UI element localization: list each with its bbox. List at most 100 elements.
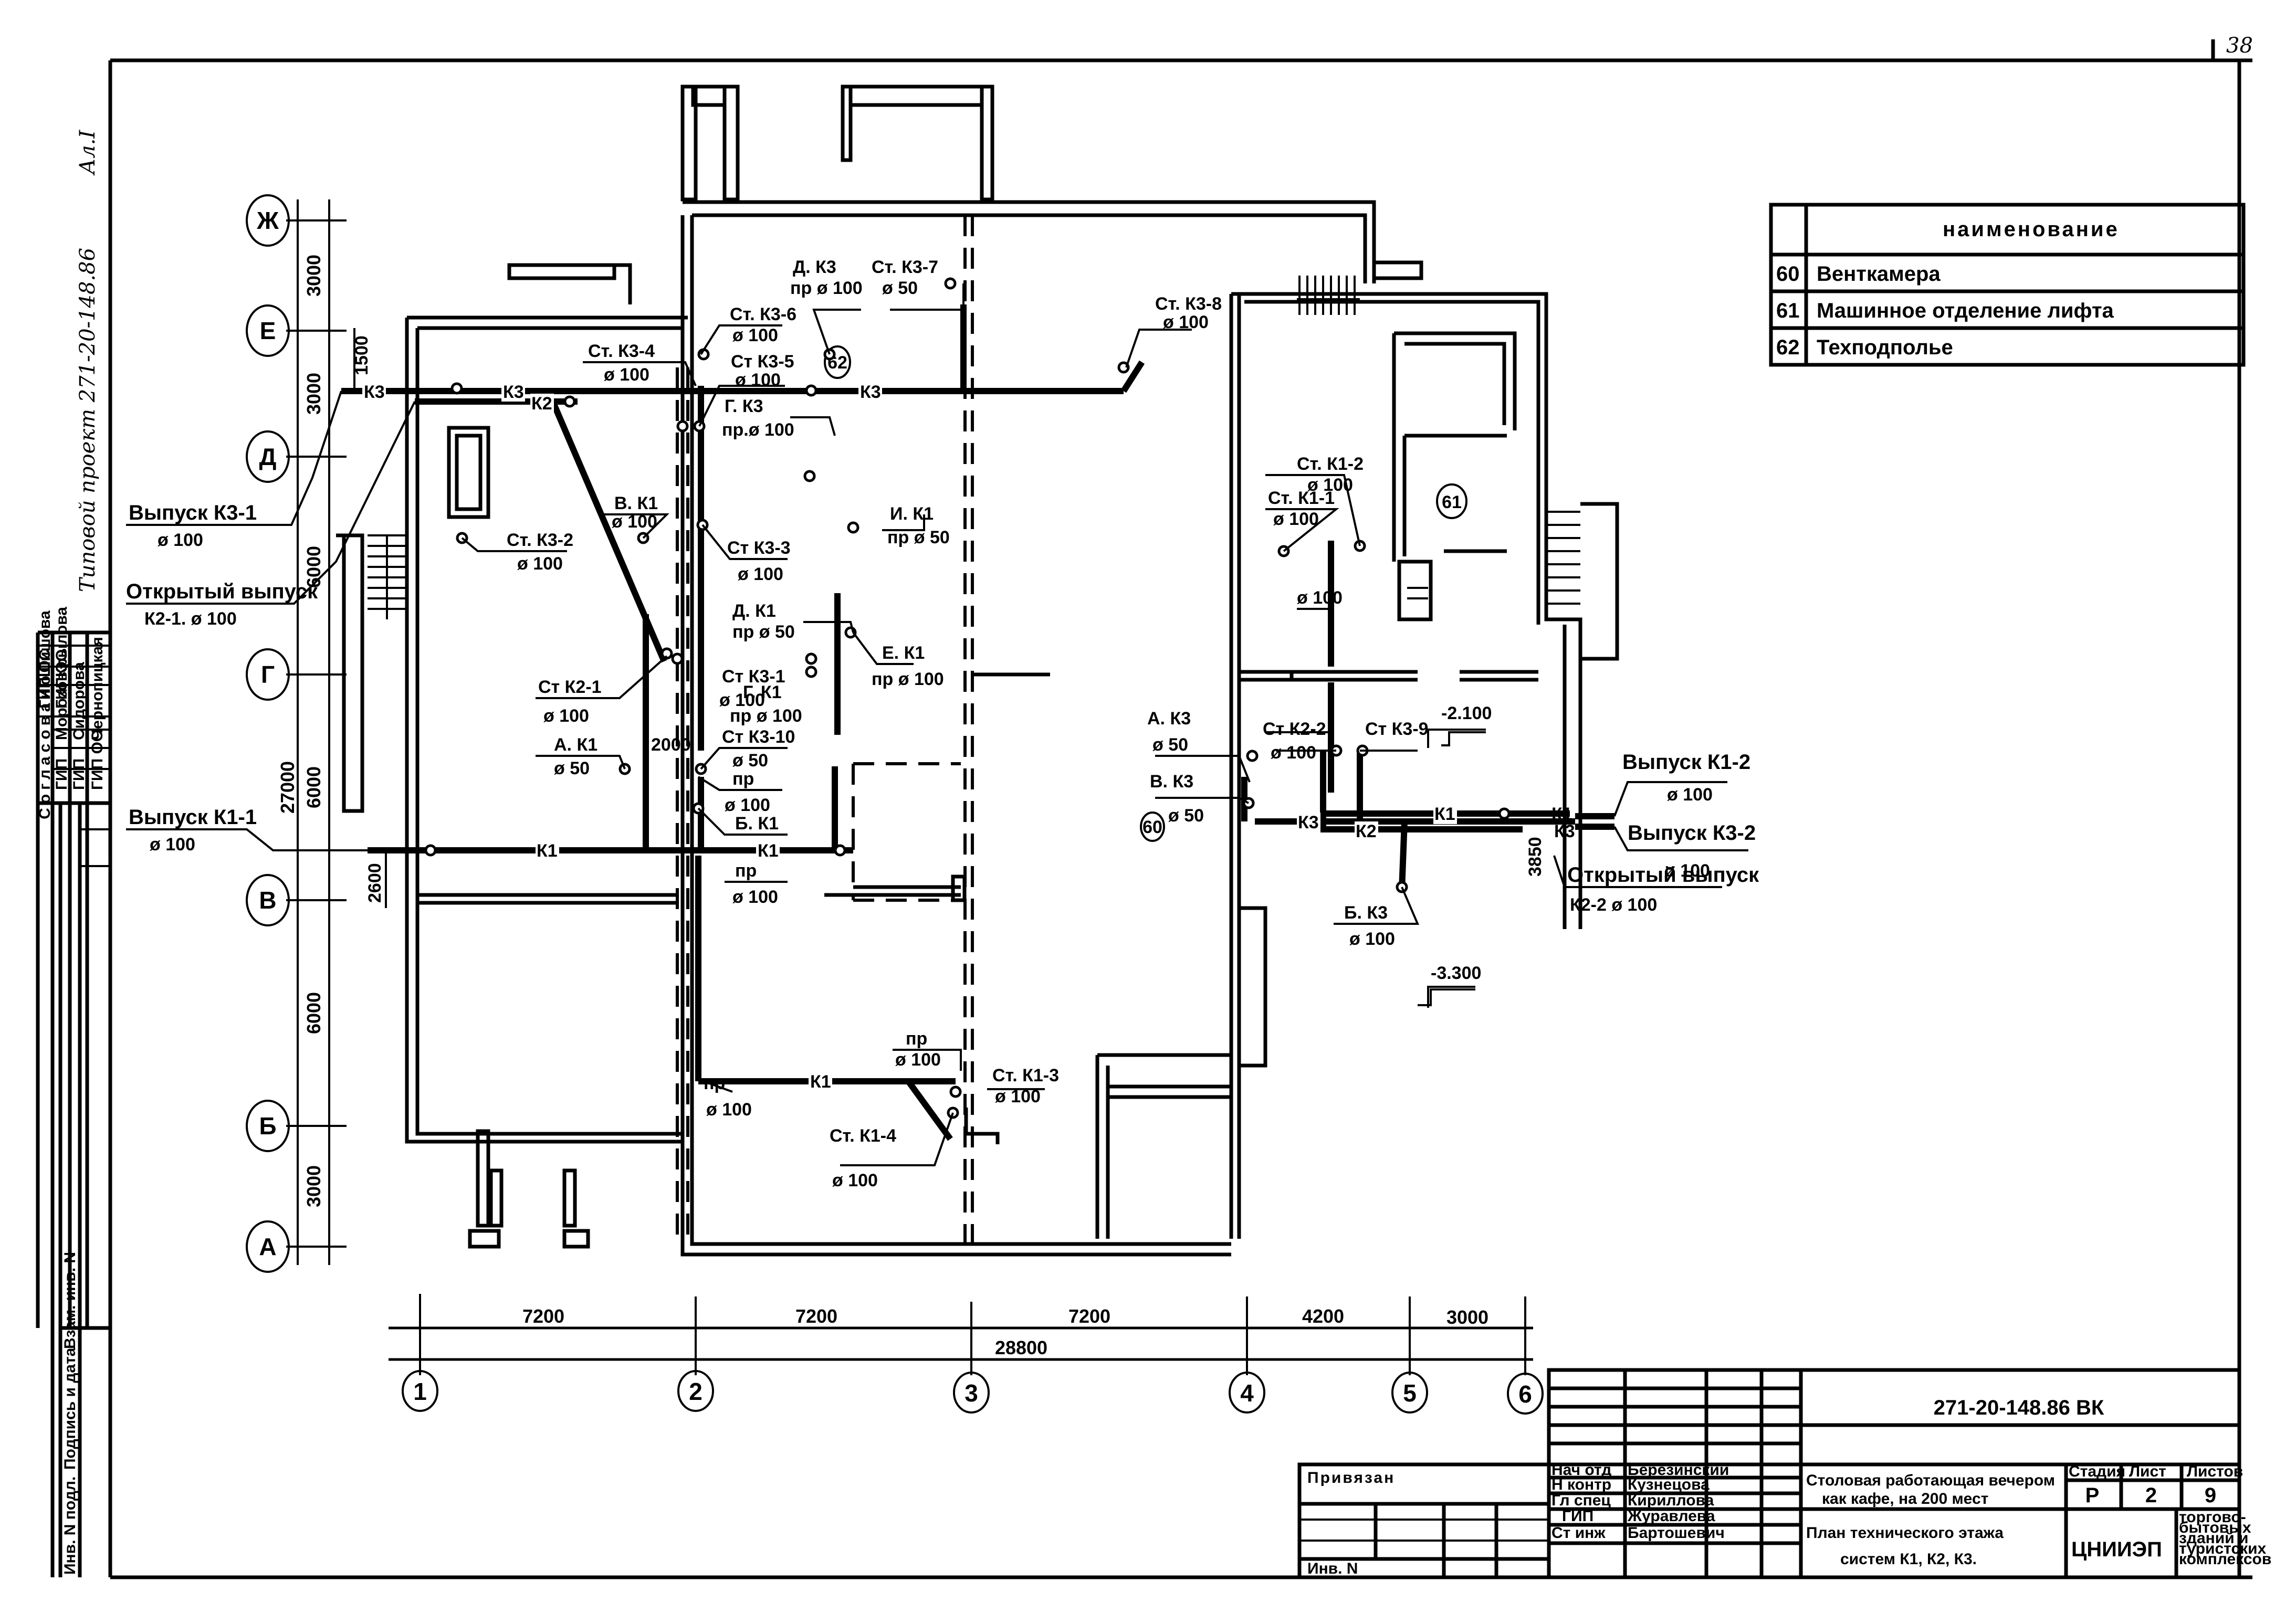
svg-text:ø 100: ø 100 [832,1171,878,1190]
svg-text:ø 100: ø 100 [1273,509,1319,529]
axis-label-row: Б [259,1112,276,1140]
annotation-st-k3-2: Ст. К3-2 ø 100 [507,530,573,574]
annotation-st-k3-7: Ст. К3-7 ø 50 [872,257,938,298]
svg-text:60: 60 [1142,817,1162,837]
annotation-st-k1-1: Ст. К1-1 ø 100 [1268,488,1335,529]
annotation-v-k3: В. К3 ø 50 [1150,772,1204,826]
annotation-st-k3-8: Ст. К3-8 ø 100 [1155,294,1222,332]
svg-text:Ст К3-3: Ст К3-3 [727,538,791,558]
approval-stamp [36,630,110,1577]
svg-text:К2-1. ø 100: К2-1. ø 100 [144,609,237,629]
dim-vertical: 3000 [303,373,324,415]
svg-text:И. К1: И. К1 [890,504,934,524]
annotation-pr-100-d: пр ø 100 [895,1029,941,1070]
svg-text:К1: К1 [810,1072,831,1092]
svg-text:К2-2 ø 100: К2-2 ø 100 [1570,895,1657,915]
svg-text:пр: пр [906,1029,927,1049]
svg-text:-3.300: -3.300 [1431,963,1481,983]
svg-text:Ст. К1-4: Ст. К1-4 [830,1126,896,1146]
dim-vertical: 6000 [303,992,324,1034]
staff-name: Березинский [1628,1461,1729,1479]
binding-title: Привязан [1307,1469,1395,1487]
annotation-d-k1: Д. К1 пр ø 50 [732,601,795,642]
dim-horizontal-total: 28800 [995,1337,1047,1358]
staff-role: Н контр [1551,1476,1611,1493]
dim-local: 2600 [365,863,385,903]
approval-name: Сидорова [70,662,88,740]
inventory-label: Взам. инв. N [61,1252,79,1349]
axis-label-column: 2 [689,1378,703,1405]
building-walls [336,85,1619,1257]
annotation-pr-100-a: пр ø 100 [725,769,770,815]
legend-name: Машинное отделение лифта [1817,299,2114,322]
svg-text:Ст. К1-3: Ст. К1-3 [992,1066,1059,1085]
svg-text:ø 100: ø 100 [1307,475,1353,495]
dim-horizontal: 3000 [1446,1306,1488,1328]
annotation-st-k3-6: Ст. К3-6 ø 100 [730,304,796,345]
approval-role: ГИП ОС [36,649,54,709]
svg-text:ø 100: ø 100 [735,370,781,390]
org-sub: туристских [2179,1540,2267,1557]
approval-role: ГИП ЭО [53,649,70,709]
approval-name: Крылова [53,607,70,677]
annotation-d-k3: Д. К3 пр ø 100 [790,257,863,298]
svg-text:Д. К1: Д. К1 [732,601,776,621]
dim-vertical: 3000 [303,1165,324,1207]
axis-label-column: 1 [413,1378,427,1405]
annotation-vypusk-k3-2: Выпуск К3-2 ø 100 [1628,821,1756,881]
dim-vertical: 6000 [303,766,324,808]
legend-header: наименование [1943,218,2120,241]
sheet-frame [108,39,2252,1579]
axis-label-column: 3 [964,1379,978,1407]
svg-text:ø 100: ø 100 [517,554,563,574]
annotation-open-vypusk-k2-1: Открытый выпуск К2-1. ø 100 [126,580,318,629]
svg-text:-2.100: -2.100 [1441,703,1492,723]
svg-text:ø 100: ø 100 [1271,743,1316,763]
svg-text:61: 61 [1442,492,1462,512]
svg-text:ø 100: ø 100 [604,365,649,385]
annotation-i-k1: И. К1 пр ø 50 [887,504,950,547]
svg-text:К2: К2 [1356,821,1377,841]
dim-horizontal: 7200 [522,1305,564,1327]
annotation-pr-100-c: пр ø 100 [704,1073,752,1120]
svg-text:пр ø 100: пр ø 100 [790,278,863,298]
sheet-label: Лист [2129,1463,2166,1480]
approval-title: Согласовано [36,671,54,819]
svg-text:Г. К1: Г. К1 [743,682,782,702]
svg-text:ø 100: ø 100 [543,706,589,726]
annotation-st-k3-4: Ст. К3-4 ø 100 [588,341,655,385]
svg-text:Ст К3-5: Ст К3-5 [731,352,794,372]
staff-role: Ст инж [1551,1524,1606,1542]
annotation-d100-riser: ø 100 [1297,588,1343,610]
legend-code: 60 [1776,262,1800,286]
side-project-note: Типовой проект 271-20-148.86 [76,248,100,592]
svg-text:ø 100: ø 100 [719,690,765,710]
svg-text:В. К1: В. К1 [614,493,658,513]
svg-text:Г. К3: Г. К3 [725,396,763,416]
svg-text:пр ø 50: пр ø 50 [887,528,950,547]
legend-name: Венткамера [1817,262,1941,286]
svg-text:Выпуск К1-2: Выпуск К1-2 [1622,751,1750,774]
doc-code: 271-20-148.86 ВК [1934,1396,2104,1419]
dim-horizontal: 4200 [1302,1305,1344,1327]
svg-text:Е. К1: Е. К1 [882,643,925,663]
sheets-label: Листов [2187,1463,2243,1480]
svg-text:К1: К1 [537,841,558,861]
svg-text:Б. К3: Б. К3 [1344,903,1388,923]
room-legend-table [1769,203,2246,367]
sheet-value: 2 [2145,1484,2157,1507]
axis-label-row: Е [260,317,276,344]
annotation-b-k3: Б. К3 ø 100 [1344,903,1395,949]
svg-text:А. К1: А. К1 [554,735,597,755]
annotation-vypusk-k3-1: Выпуск К3-1 ø 100 [129,501,257,550]
dim-vertical: 6000 [303,546,324,588]
dim-vertical-total: 27000 [277,761,298,814]
album-note: Ал.I [76,130,100,176]
staff-role: ГИП [1562,1507,1593,1525]
svg-text:Ст. К3-8: Ст. К3-8 [1155,294,1222,314]
svg-text:пр: пр [732,769,754,789]
svg-text:Б. К1: Б. К1 [735,814,779,834]
leader-lines [126,283,1748,1166]
svg-text:ø 100: ø 100 [1349,929,1395,949]
column-axis-dimension-line [389,1294,1533,1375]
